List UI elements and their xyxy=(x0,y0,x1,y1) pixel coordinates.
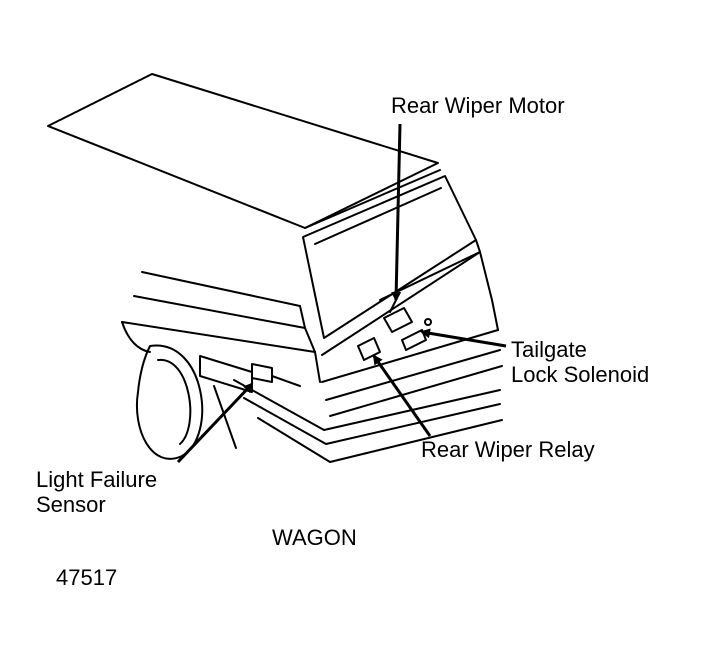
callout-arrows xyxy=(176,123,507,464)
tailgate-side xyxy=(379,251,499,331)
arrow-tailgate-lock-solenoid xyxy=(420,328,507,348)
label-rear-wiper-motor: Rear Wiper Motor xyxy=(391,93,565,118)
label-lock-solenoid-line2: Lock Solenoid xyxy=(511,362,650,387)
bumper-bottom xyxy=(257,417,503,463)
lock-solenoid-pin xyxy=(424,318,432,326)
wheel-rim xyxy=(157,358,192,445)
figure-number: 47517 xyxy=(56,565,118,590)
rear-wheel xyxy=(135,344,204,460)
liftgate-lower-edge xyxy=(304,169,441,229)
body-line-1 xyxy=(141,271,301,307)
rear-corner xyxy=(299,305,321,383)
bumper-mid xyxy=(243,397,501,445)
light-failure-sensor-body xyxy=(251,363,273,383)
bumper-top xyxy=(233,379,501,431)
arrow-light-failure-sensor xyxy=(176,382,254,464)
wiper-motor-body xyxy=(383,307,413,333)
label-sensor-line2: Sensor xyxy=(36,492,106,517)
label-light-failure-line1: Light Failure xyxy=(36,467,158,492)
label-tailgate-line1: Tailgate xyxy=(511,337,587,362)
tailgate-line-2 xyxy=(325,349,501,401)
liftgate-panel xyxy=(47,73,439,229)
window-inner-edge xyxy=(314,187,442,245)
label-rear-wiper-relay: Rear Wiper Relay xyxy=(421,437,595,462)
tailgate-line-3 xyxy=(329,365,503,417)
lock-solenoid-body xyxy=(401,329,427,351)
wiper-motor-shaft xyxy=(389,299,397,313)
lamp-line xyxy=(271,375,301,387)
wiper-relay-body xyxy=(357,337,381,361)
arrow-rear-wiper-motor xyxy=(391,123,402,302)
body-line-2 xyxy=(133,295,306,329)
caption-wagon: WAGON xyxy=(272,525,357,550)
body-lower-edge xyxy=(213,385,237,449)
arrow-rear-wiper-relay xyxy=(372,354,432,437)
vehicle-body xyxy=(47,73,503,463)
rear-window xyxy=(302,175,477,339)
body-line-3 xyxy=(121,321,316,353)
